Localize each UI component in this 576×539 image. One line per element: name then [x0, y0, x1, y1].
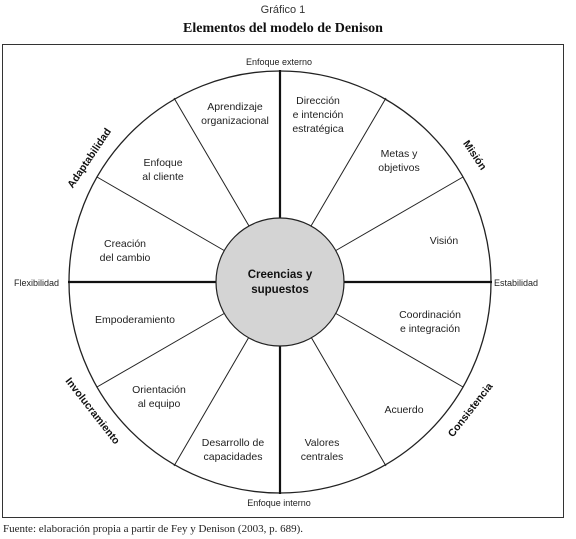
- segment-empoderamiento: Empoderamiento: [95, 314, 175, 326]
- segment-direccion-line1: Dirección: [296, 95, 340, 107]
- segment-valores-line1: Valores: [305, 437, 340, 449]
- center-label-line2: supuestos: [251, 284, 309, 296]
- figure-label: Gráfico 1: [260, 4, 306, 16]
- divider: [334, 176, 464, 252]
- divider: [310, 336, 387, 467]
- diagram-frame: [2, 44, 564, 518]
- segment-coordinacion-line2: e integración: [400, 323, 460, 335]
- axis-label-bg: [236, 496, 326, 509]
- axis-label-bottom: Enfoque interno: [247, 498, 311, 508]
- segment-enfoque-cliente-line2: al cliente: [142, 171, 184, 183]
- segment-desarrollo-line2: capacidades: [204, 451, 263, 463]
- divider: [173, 336, 250, 467]
- divider: [96, 176, 226, 252]
- source-note: Fuente: elaboración propia a partir de F…: [3, 523, 303, 535]
- axis-label-bg: [236, 55, 326, 68]
- divider: [334, 312, 464, 388]
- axis-label-top: Enfoque externo: [246, 57, 312, 67]
- segment-creacion-line2: del cambio: [100, 252, 151, 264]
- divider: [310, 97, 387, 227]
- segment-coordinacion-line1: Coordinación: [399, 309, 461, 321]
- segment-orientacion-line1: Orientación: [132, 384, 186, 396]
- axis-label-left: Flexibilidad: [14, 278, 59, 288]
- segment-desarrollo-line1: Desarrollo de: [202, 437, 265, 449]
- segment-creacion-line1: Creación: [104, 238, 146, 250]
- quadrant-label-mision: Misión: [460, 138, 489, 172]
- divider: [173, 97, 250, 227]
- segment-direccion-line2: e intención: [293, 109, 344, 121]
- axis-label-right: Estabilidad: [494, 278, 538, 288]
- segment-orientacion-line2: al equipo: [138, 398, 181, 410]
- center-circle: [215, 217, 345, 347]
- segment-metas-line2: objetivos: [378, 162, 419, 174]
- figure-title: Elementos del modelo de Denison: [183, 21, 383, 36]
- segment-direccion-line3: estratégica: [292, 123, 344, 135]
- segment-aprendizaje-line1: Aprendizaje: [207, 101, 263, 113]
- segment-metas-line1: Metas y: [381, 148, 419, 160]
- segment-aprendizaje-line2: organizacional: [201, 115, 269, 127]
- segment-acuerdo: Acuerdo: [384, 404, 423, 416]
- segment-vision: Visión: [430, 235, 459, 247]
- segment-valores-line2: centrales: [301, 451, 344, 463]
- divider: [96, 312, 226, 388]
- segment-dividers: [96, 97, 464, 467]
- center-label-line1: Creencias y: [248, 269, 313, 281]
- segment-enfoque-cliente-line1: Enfoque: [143, 157, 182, 169]
